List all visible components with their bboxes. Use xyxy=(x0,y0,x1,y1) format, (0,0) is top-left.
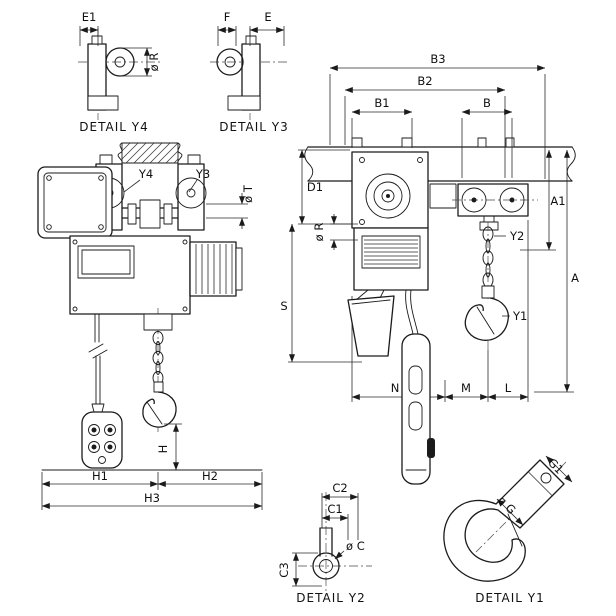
detail-y2-view: C2 C1 C3 ø C DETAIL Y2 xyxy=(277,481,372,605)
chain-bucket xyxy=(347,289,395,357)
dim-label-h1: H1 xyxy=(92,469,108,483)
dim-label-phi-t: ø T xyxy=(241,184,255,203)
detail-y4-title: DETAIL Y4 xyxy=(79,120,148,134)
beam-section xyxy=(117,142,183,164)
dim-label-h: H xyxy=(156,445,170,454)
control-panel xyxy=(353,227,429,291)
gearbox xyxy=(351,151,457,229)
motor-fins xyxy=(189,241,243,297)
dim-label-b2: B2 xyxy=(417,74,432,88)
marker-label-y3: Y3 xyxy=(195,167,210,181)
dim-label-f: F xyxy=(224,10,231,24)
dim-label-a: A xyxy=(571,271,579,285)
dim-label-phi-r-detail: ø R xyxy=(147,53,161,72)
dim-label-b1: B1 xyxy=(374,96,389,110)
hook-side xyxy=(464,285,509,341)
detail-y4-view: E1 ø R DETAIL Y4 xyxy=(78,10,162,134)
dim-label-l: L xyxy=(505,381,512,395)
side-view: B3 B2 B1 B N M L xyxy=(280,52,579,485)
marker-label-y2: Y2 xyxy=(509,229,524,243)
dim-label-c3: C3 xyxy=(277,562,291,577)
right-dimensions: A1 A xyxy=(520,149,579,393)
pendant-side xyxy=(401,289,435,485)
dim-label-h3: H3 xyxy=(144,491,160,505)
dim-label-d1: D1 xyxy=(307,180,323,194)
marker-label-y1: Y1 xyxy=(512,309,527,323)
detail-y2-title: DETAIL Y2 xyxy=(296,591,365,605)
detail-y3-view: F E DETAIL Y3 xyxy=(210,10,290,134)
dim-label-e: E xyxy=(264,10,271,24)
top-dimensions: B3 B2 B1 B xyxy=(329,52,546,179)
dim-label-m: M xyxy=(461,381,471,395)
dim-label-c2: C2 xyxy=(332,481,347,495)
dim-label-c1: C1 xyxy=(327,502,342,516)
control-box xyxy=(37,166,113,239)
dim-label-h2: H2 xyxy=(202,469,218,483)
dim-label-s: S xyxy=(280,299,287,313)
height-dimensions: H H1 H2 H3 xyxy=(41,423,263,510)
front-view: Y4 Y3 ø T xyxy=(37,142,263,510)
hoist-body xyxy=(69,235,191,315)
detail-y1-title: DETAIL Y1 xyxy=(475,591,544,605)
dim-label-e1: E1 xyxy=(82,10,97,24)
dim-label-phi-r: ø R xyxy=(312,223,326,242)
phi-t-dimension: ø T xyxy=(206,184,255,229)
detail-y1-view: G1 ø G DETAIL Y1 xyxy=(443,455,573,605)
dim-label-a1: A1 xyxy=(550,194,565,208)
dim-label-b3: B3 xyxy=(430,52,445,66)
detail-y3-title: DETAIL Y3 xyxy=(219,120,288,134)
hook-chain-front xyxy=(142,308,177,432)
pendant-front xyxy=(81,313,123,469)
marker-label-y4: Y4 xyxy=(138,167,153,181)
dim-label-b: B xyxy=(483,96,491,110)
trolley-side xyxy=(452,183,538,231)
dim-label-phi-c: ø C xyxy=(346,539,365,553)
dim-label-n: N xyxy=(391,381,400,395)
left-dimensions: D1 ø R S xyxy=(280,149,362,363)
